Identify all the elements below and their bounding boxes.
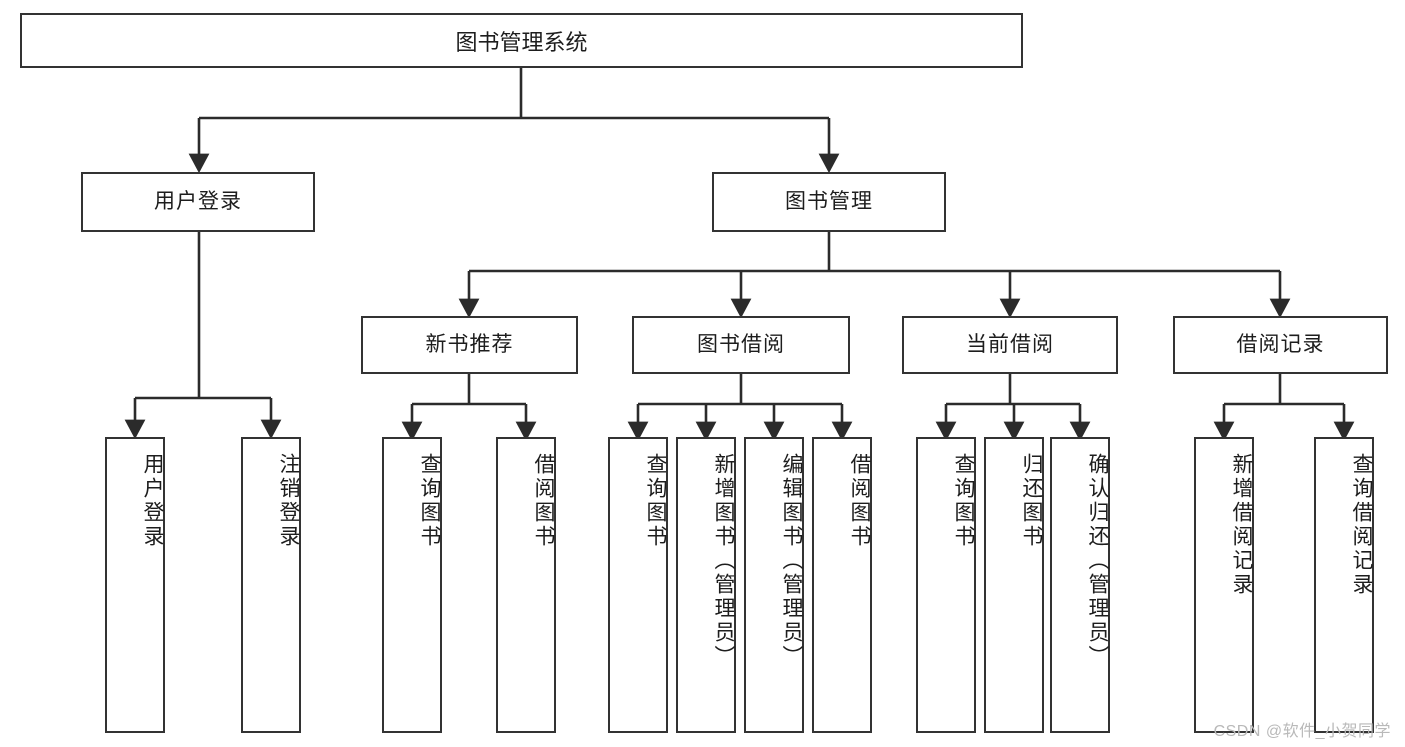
leaf-label: 查询借阅记录	[1350, 453, 1373, 597]
leaf-user-login[interactable]: 用户登录	[105, 437, 165, 733]
node-borrow-record[interactable]: 借阅记录	[1173, 316, 1388, 374]
leaf-query-book-current[interactable]: 查询图书	[916, 437, 976, 733]
leaf-label: 查询图书	[644, 453, 667, 549]
leaf-label: 注销登录	[277, 453, 300, 549]
leaf-label: 借阅图书	[532, 453, 555, 549]
leaf-query-book-recommend[interactable]: 查询图书	[382, 437, 442, 733]
node-user-login[interactable]: 用户登录	[81, 172, 315, 232]
leaf-query-book-borrow[interactable]: 查询图书	[608, 437, 668, 733]
leaf-add-book-admin[interactable]: 新增图书（管理员）	[676, 437, 736, 733]
leaf-logout[interactable]: 注销登录	[241, 437, 301, 733]
node-new-book-recommend[interactable]: 新书推荐	[361, 316, 578, 374]
node-current-borrow[interactable]: 当前借阅	[902, 316, 1118, 374]
node-book-management[interactable]: 图书管理	[712, 172, 946, 232]
leaf-borrow-book-recommend[interactable]: 借阅图书	[496, 437, 556, 733]
leaf-edit-book-admin[interactable]: 编辑图书（管理员）	[744, 437, 804, 733]
leaf-label: 查询图书	[418, 453, 441, 549]
node-book-borrow[interactable]: 图书借阅	[632, 316, 850, 374]
leaf-label: 新增图书（管理员）	[712, 453, 735, 669]
leaf-confirm-return-admin[interactable]: 确认归还（管理员）	[1050, 437, 1110, 733]
leaf-borrow-book[interactable]: 借阅图书	[812, 437, 872, 733]
node-root-system[interactable]: 图书管理系统	[20, 13, 1023, 68]
leaf-label: 用户登录	[141, 453, 164, 549]
leaf-query-borrow-record[interactable]: 查询借阅记录	[1314, 437, 1374, 733]
watermark: CSDN @软件_小贺同学	[1213, 723, 1391, 740]
leaf-label: 编辑图书（管理员）	[780, 453, 803, 669]
leaf-add-borrow-record[interactable]: 新增借阅记录	[1194, 437, 1254, 733]
leaf-label: 借阅图书	[848, 453, 871, 549]
leaf-label: 归还图书	[1020, 453, 1043, 549]
leaf-label: 新增借阅记录	[1230, 453, 1253, 597]
leaf-label: 确认归还（管理员）	[1086, 453, 1109, 669]
leaf-label: 查询图书	[952, 453, 975, 549]
leaf-return-book[interactable]: 归还图书	[984, 437, 1044, 733]
